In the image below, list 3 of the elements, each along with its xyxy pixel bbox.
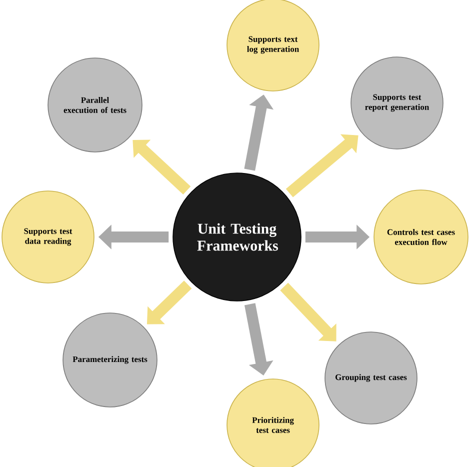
block-arrow [132, 140, 191, 194]
block-arrow [280, 282, 336, 342]
block-arrow [286, 134, 358, 198]
